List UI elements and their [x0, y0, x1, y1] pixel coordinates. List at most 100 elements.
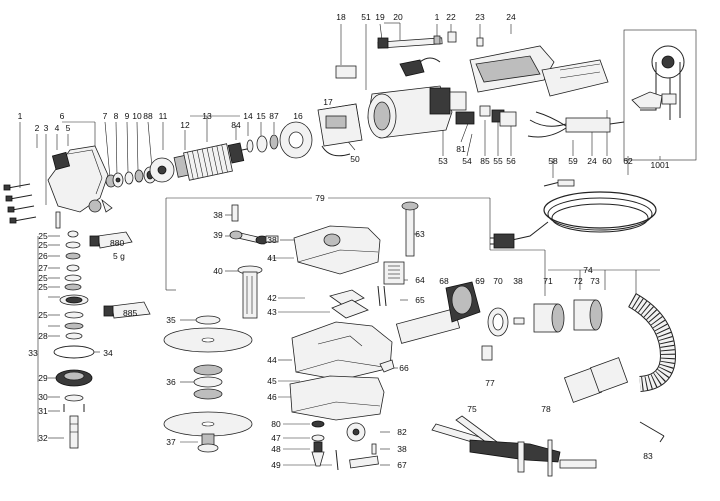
part-number-callout: 79 [315, 193, 325, 203]
part-number-callout: 33 [28, 348, 38, 358]
screw-set-left [3, 183, 37, 224]
extraction-adapter [395, 281, 677, 403]
part-number-callout: 82 [397, 427, 407, 437]
part-number-callout: 53 [438, 156, 448, 166]
part-number-callout: 27 [38, 263, 48, 273]
handle-cover [469, 45, 609, 97]
tube-labels: 880 5 g 885 [110, 238, 137, 318]
part-number-callout: 40 [213, 266, 223, 276]
part-number-callout: 84 [231, 120, 241, 130]
part-number-callout: 72 [573, 276, 583, 286]
part-number-callout: 13 [202, 111, 212, 121]
part-number-callout: 65 [415, 295, 425, 305]
stator [317, 103, 363, 157]
part-number-callout: 81 [456, 144, 466, 154]
part-number-callout: 3 [44, 123, 49, 133]
part-number-callout: 67 [397, 460, 407, 470]
part-number-callout: 11 [159, 111, 168, 121]
part-number-callout: 24 [506, 12, 516, 22]
part-number-callout: 56 [506, 156, 516, 166]
bearing-row [105, 157, 175, 188]
part-number-callout: 10 [132, 111, 142, 121]
part-number-callout: 25 [38, 310, 48, 320]
armature [173, 134, 279, 181]
part-number-callout: 43 [267, 307, 277, 317]
part-number-callout: 58 [548, 156, 558, 166]
disc-stack [163, 315, 253, 453]
part-number-callout: 14 [243, 111, 253, 121]
part-number-callout: 35 [166, 315, 176, 325]
part-number-callout: 83 [643, 451, 653, 461]
electronic-module [527, 111, 625, 138]
part-number-callout: 60 [602, 156, 612, 166]
part-number-callout: 51 [361, 12, 371, 22]
part-number-callout: 38 [267, 235, 277, 245]
part-number-callout: 74 [583, 265, 593, 275]
grease-tube-880 [89, 231, 133, 249]
part-number-callout: 4 [55, 123, 60, 133]
part-number-callout: 62 [623, 156, 633, 166]
part-number-callout: 9 [125, 111, 130, 121]
parts-artwork [3, 31, 685, 477]
part-number-callout: 48 [271, 444, 281, 454]
tube-weight-label: 5 g [113, 251, 125, 261]
pin-part [55, 211, 61, 229]
part-number-callout: 15 [256, 111, 266, 121]
part-number-callout: 22 [446, 12, 456, 22]
part-number-callout: 46 [267, 392, 277, 402]
motor-housing [367, 85, 467, 139]
part-number-callout: 32 [38, 433, 48, 443]
baffle-ring [279, 121, 313, 159]
part-number-callout: 34 [103, 348, 113, 358]
part-number-callout: 71 [543, 276, 553, 286]
part-number-callout: 25 [38, 282, 48, 292]
part-number-callout: 37 [166, 437, 176, 447]
flange-stack [53, 230, 95, 449]
part-number-callout: 38 [513, 276, 523, 286]
tube-885-label: 885 [123, 308, 137, 318]
part-number-callout: 18 [336, 12, 346, 22]
grease-tube-885 [103, 301, 151, 319]
part-number-callout: 36 [166, 377, 176, 387]
part-number-callout: 38 [397, 444, 407, 454]
part-number-callout: 25 [38, 273, 48, 283]
part-number-callout: 50 [350, 154, 360, 164]
part-number-callout: 70 [493, 276, 503, 286]
part-number-callout: 39 [213, 230, 223, 240]
part-number-callout: 1001 [651, 160, 670, 170]
part-number-callout: 78 [541, 404, 551, 414]
small-fasteners [311, 420, 379, 471]
part-number-callout: 8 [114, 111, 119, 121]
switch-block [455, 105, 517, 127]
part-number-callout: 55 [493, 156, 503, 166]
part-number-callout: 49 [271, 460, 281, 470]
part-number-callout: 42 [267, 293, 277, 303]
part-number-callout: 24 [587, 156, 597, 166]
part-number-callout: 20 [393, 12, 403, 22]
part-number-callout: 31 [38, 406, 48, 416]
part-number-callout: 80 [271, 419, 281, 429]
part-number-callout: 77 [485, 378, 495, 388]
part-number-callout: 38 [213, 210, 223, 220]
part-number-callout: 25 [38, 240, 48, 250]
part-number-callout: 12 [180, 120, 190, 130]
part-number-callout: 1 [435, 12, 440, 22]
part-number-callout: 26 [38, 251, 48, 261]
part-number-callout: 29 [38, 373, 48, 383]
part-number-callout: 63 [415, 229, 425, 239]
part-number-callout: 47 [271, 433, 281, 443]
part-number-callout: 54 [462, 156, 472, 166]
guard-assembly [229, 201, 419, 421]
wiring-inset [631, 45, 685, 120]
tube-880-label: 880 [110, 238, 124, 248]
part-number-callout: 23 [475, 12, 485, 22]
leader-lines [19, 22, 697, 466]
part-number-callout: 68 [439, 276, 449, 286]
part-number-callout: 6 [60, 111, 65, 121]
part-number-callout: 64 [415, 275, 425, 285]
part-number-callout: 19 [375, 12, 385, 22]
power-cable [490, 179, 657, 249]
